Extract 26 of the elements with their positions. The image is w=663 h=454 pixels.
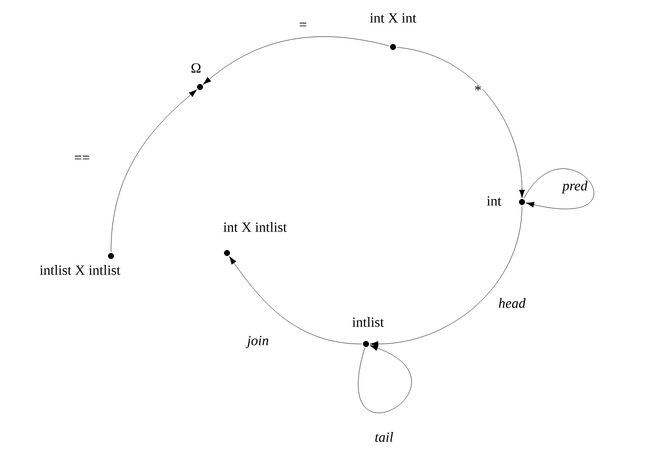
node-label: Ω xyxy=(192,63,200,73)
arrow xyxy=(370,206,522,347)
edge-label: = xyxy=(298,22,308,30)
arrow xyxy=(524,168,594,209)
edge-label: pred xyxy=(561,180,589,194)
arrow xyxy=(202,36,390,85)
state-node: Ω xyxy=(192,63,203,90)
node-label: int xyxy=(486,196,502,206)
state-node: int X int xyxy=(370,13,416,50)
edge-label: tail xyxy=(374,431,394,443)
arrow xyxy=(110,89,198,252)
node-label: intlist xyxy=(352,317,384,327)
state-node: intlist X intlist xyxy=(40,252,120,275)
arrow xyxy=(358,345,412,413)
node-label: int X int xyxy=(370,13,416,23)
state-node: intlist xyxy=(352,317,384,347)
node-label: intlist X intlist xyxy=(40,265,120,275)
node-label: int X intlist xyxy=(223,222,287,232)
state-node: int xyxy=(486,196,525,206)
edge-label: head xyxy=(497,297,527,309)
arrow xyxy=(397,47,525,198)
state-node: int X intlist xyxy=(223,222,287,256)
edge-label: == xyxy=(73,154,91,164)
edge-label: * xyxy=(474,84,482,96)
edge-label: join xyxy=(246,334,270,350)
arrow xyxy=(229,256,362,344)
